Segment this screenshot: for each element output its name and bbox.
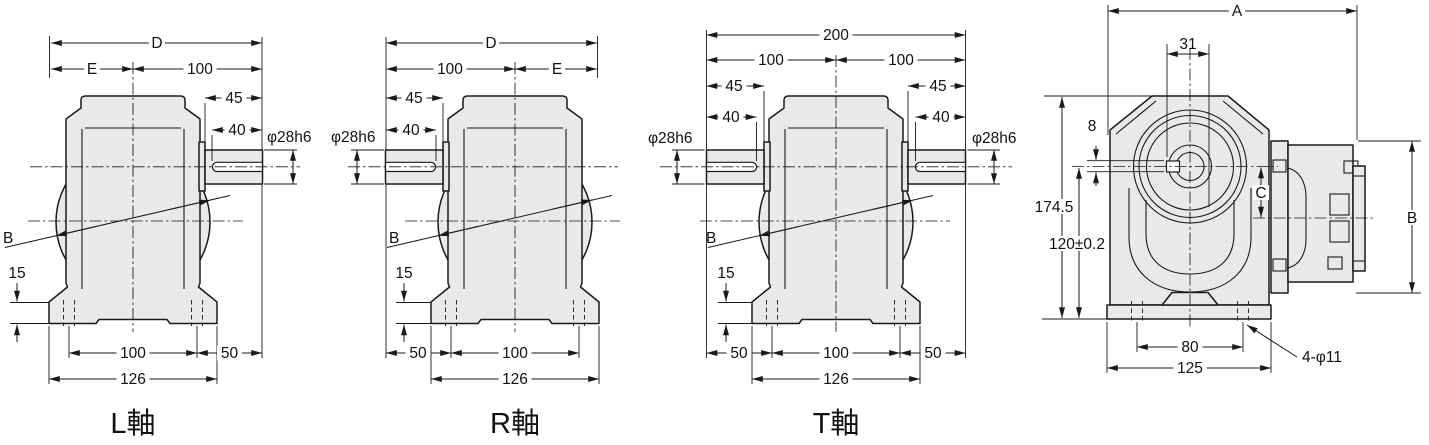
view-r-axis: D 100 E 45 40 φ28h6 15 B 50 100 126 R軸 — [331, 35, 620, 440]
dim-key-length: 40 — [228, 122, 246, 139]
dim-shaft-length: 45 — [405, 90, 422, 107]
view-t-axis: 200 100 100 45 45 40 40 φ28h6 φ28h6 15 B… — [648, 27, 1017, 440]
dim-flange-thickness: 15 — [8, 265, 25, 282]
shaft-diameter-label: φ28h6 — [267, 129, 312, 146]
shaft-diameter-label: φ28h6 — [331, 129, 376, 146]
dim-center-to-left: E — [87, 61, 97, 78]
dim-base-width: 126 — [502, 371, 528, 388]
dim-bolt-pitch: 100 — [823, 345, 849, 362]
dim-left-key-length: 40 — [722, 109, 740, 126]
dim-left-overhang: 50 — [730, 345, 748, 362]
view-front: A 31 8 174.5 120±0.2 C B 80 125 4-φ11 — [1031, 3, 1421, 377]
dim-base-width: 126 — [120, 371, 146, 388]
dim-key-length: 40 — [402, 122, 420, 139]
motor-body — [1287, 144, 1354, 283]
dim-overall-height: 174.5 — [1035, 199, 1074, 216]
dim-bolt-pitch: 80 — [1181, 339, 1199, 356]
view-label-r: R軸 — [490, 407, 540, 440]
dim-right-shaft-length: 45 — [929, 78, 946, 95]
dim-shaft-end-to-bolt: 50 — [409, 345, 427, 362]
view-label-l: L軸 — [110, 407, 155, 440]
dim-overall-width: D — [485, 35, 496, 52]
dim-overall-width: A — [1232, 3, 1243, 20]
dim-keyway-width: 8 — [1088, 118, 1097, 135]
view-label-t: T軸 — [813, 407, 860, 440]
dim-overall-width: 200 — [823, 27, 849, 44]
dim-motor-center-offset: C — [1255, 185, 1266, 202]
dim-flange-thickness: 15 — [717, 265, 734, 282]
gear-ref-label: B — [389, 230, 399, 247]
dim-bolt-pitch: 100 — [120, 345, 146, 362]
dim-keyway-offset: 31 — [1179, 36, 1196, 53]
gear-ref-label: B — [3, 230, 13, 247]
right-shaft-diameter-label: φ28h6 — [972, 130, 1017, 147]
view-l-axis: D E 100 45 40 φ28h6 15 B 100 50 126 L軸 — [3, 35, 312, 440]
mounting-holes-label: 4-φ11 — [1302, 349, 1342, 366]
dim-motor-flange-size: B — [1407, 210, 1417, 227]
dim-right-key-length: 40 — [932, 109, 950, 126]
mounting-holes-leader — [1246, 324, 1298, 358]
dim-left-shaft-length: 45 — [725, 78, 742, 95]
gear-ref-label: B — [706, 230, 716, 247]
dim-bolt-pitch: 100 — [502, 345, 528, 362]
dim-shaft-end-to-bolt: 50 — [221, 345, 239, 362]
left-shaft-diameter-label: φ28h6 — [648, 130, 693, 147]
dim-base-width: 125 — [1177, 360, 1203, 377]
dim-center-to-right: E — [552, 61, 562, 78]
dim-center-to-right-shaft: 100 — [888, 52, 914, 69]
dim-right-overhang: 50 — [924, 345, 942, 362]
motor-adapter-flange — [1270, 140, 1289, 294]
dim-flange-thickness: 15 — [395, 265, 412, 282]
dim-overall-width: D — [151, 35, 162, 52]
dim-shaft-length: 45 — [225, 90, 242, 107]
dim-center-to-left-shaft: 100 — [758, 52, 784, 69]
dim-base-width: 126 — [823, 371, 849, 388]
dim-center-to-shaft-end: 100 — [437, 61, 463, 78]
motor-end-cap — [1352, 165, 1366, 272]
dim-shaft-center-height: 120±0.2 — [1049, 236, 1105, 253]
dim-center-to-shaft-end: 100 — [187, 61, 213, 78]
